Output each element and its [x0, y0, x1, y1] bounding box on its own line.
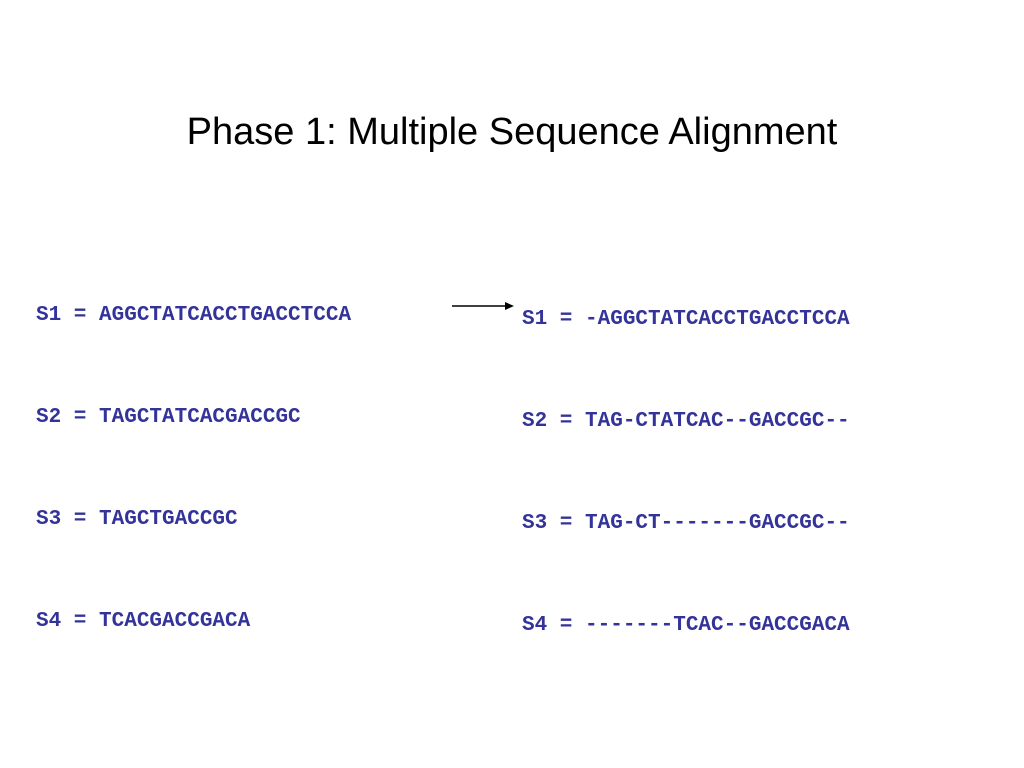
input-sequence-s2: S2 = TAGCTATCACGACCGC	[36, 406, 301, 429]
right-arrow-icon	[452, 302, 514, 310]
aligned-sequence-s3: S3 = TAG-CT-------GACCGC--	[522, 512, 850, 535]
input-sequence-list: S1 = AGGCTATCACCTGACCTCCA S2 = TAGCTATCA…	[36, 231, 351, 707]
input-sequence-s4: S4 = TCACGACCGACA	[36, 610, 251, 633]
input-sequence-s1: S1 = AGGCTATCACCTGACCTCCA	[36, 304, 352, 327]
slide-title: Phase 1: Multiple Sequence Alignment	[186, 111, 838, 153]
aligned-sequence-s4: S4 = -------TCAC--GACCGACA	[522, 614, 850, 637]
input-sequence-s3: S3 = TAGCTGACCGC	[36, 508, 238, 531]
aligned-sequence-s2: S2 = TAG-CTATCAC--GACCGC--	[522, 410, 850, 433]
aligned-sequence-s1: S1 = -AGGCTATCACCTGACCTCCA	[522, 308, 850, 331]
aligned-sequence-list: S1 = -AGGCTATCACCTGACCTCCA S2 = TAG-CTAT…	[522, 235, 850, 711]
